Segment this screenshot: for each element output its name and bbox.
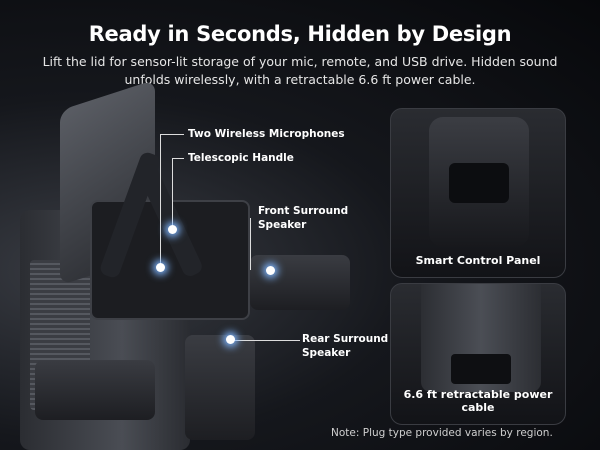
hotspot-dot [168, 225, 177, 234]
footnote: Note: Plug type provided varies by regio… [331, 427, 553, 439]
card-caption: Smart Control Panel [415, 254, 541, 267]
callout-front-speaker: Front Surround Speaker [258, 205, 349, 231]
cable-compartment [451, 354, 511, 384]
callout-line [232, 340, 300, 341]
callout-rear-speaker: Rear Surround Speaker [302, 333, 389, 359]
hotspot-dot [226, 335, 235, 344]
hotspot-dot [156, 263, 165, 272]
card-caption: 6.6 ft retractable power cable [403, 388, 553, 414]
power-cable-image [421, 284, 541, 392]
callout-line [160, 134, 184, 135]
callout-line [250, 218, 251, 270]
hotspot-dot [266, 266, 275, 275]
subheadline: Lift the lid for sensor-lit storage of y… [42, 54, 558, 87]
control-panel-image [429, 117, 529, 247]
rear-surround-speaker [185, 335, 255, 440]
callout-line [160, 134, 161, 266]
control-panel-card: Smart Control Panel [390, 108, 566, 278]
control-buttons [449, 163, 509, 203]
left-surround-speaker [35, 360, 155, 420]
callout-handle: Telescopic Handle [188, 152, 294, 164]
callout-line [172, 158, 184, 159]
power-cable-card: 6.6 ft retractable power cable [390, 283, 566, 425]
callout-microphones: Two Wireless Microphones [188, 128, 345, 140]
callout-line [172, 158, 173, 228]
front-surround-speaker [250, 255, 350, 310]
headline: Ready in Seconds, Hidden by Design [88, 22, 512, 46]
